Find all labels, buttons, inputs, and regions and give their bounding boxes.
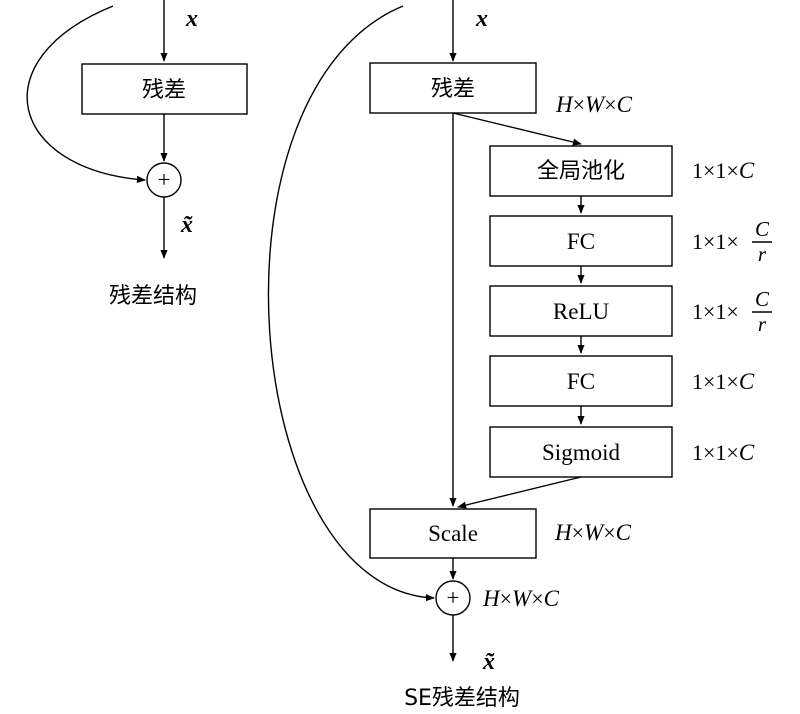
- stage-dim-prefix-fc-1: 1×1×: [692, 229, 739, 254]
- stage-label-global-pooling: 全局池化: [537, 159, 625, 184]
- stage-dim-den-fc-1: r: [758, 242, 767, 266]
- stage-dim-num-relu: C: [755, 287, 770, 311]
- stage-box-fc-2: [489, 355, 673, 407]
- se-sigmoid-to-scale-arrow: [457, 476, 582, 509]
- se-stage-3: FC 1×1×C: [489, 355, 755, 407]
- se-residual-dim: H×W×C: [555, 92, 633, 117]
- se-output-label: x̃: [482, 649, 495, 675]
- stage-label-fc-2: FC: [567, 369, 595, 394]
- stage-dim-global-pooling: 1×1×C: [692, 158, 755, 183]
- se-stage-0: 全局池化 1×1×C: [489, 145, 755, 197]
- res-caption: 残差结构: [109, 284, 197, 309]
- residual-structure: x 残差 + x̃ 残差结构: [26, 0, 248, 309]
- se-scale-dim: H×W×C: [554, 520, 632, 545]
- res-output-label: x̃: [180, 212, 193, 238]
- se-input-label: x: [475, 6, 488, 32]
- res-plus-sign: +: [158, 167, 171, 192]
- se-scale-label: Scale: [428, 521, 478, 546]
- stage-label-fc-1: FC: [567, 229, 595, 254]
- stage-box-relu: [489, 285, 673, 337]
- stage-dim-fc-2: 1×1×C: [692, 369, 755, 394]
- stage-dim-prefix-relu: 1×1×: [692, 299, 739, 324]
- res-residual-label: 残差: [142, 78, 186, 103]
- stage-label-relu: ReLU: [553, 299, 610, 324]
- stage-dim-den-relu: r: [758, 312, 767, 336]
- se-plus-sign: +: [447, 585, 460, 610]
- se-sum-dim: H×W×C: [482, 586, 560, 611]
- res-skip-connection: [26, 5, 146, 183]
- se-caption: SE残差结构: [404, 686, 520, 711]
- res-input-label: x: [185, 6, 198, 32]
- se-scale-box: [369, 508, 537, 559]
- se-stage-4: Sigmoid 1×1×C: [489, 426, 755, 478]
- stage-dim-num-fc-1: C: [755, 217, 770, 241]
- se-residual-structure: x 残差 H×W×C 全局池化 1×1×C FC 1×1× C r ReLU: [267, 0, 772, 711]
- stage-box-sigmoid: [489, 426, 673, 478]
- se-residual-box: [369, 62, 537, 114]
- se-stage-2: ReLU 1×1× C r: [489, 285, 772, 337]
- stage-label-sigmoid: Sigmoid: [542, 440, 620, 465]
- stage-dim-sigmoid: 1×1×C: [692, 440, 755, 465]
- se-skip-connection: [267, 5, 435, 602]
- stage-box-fc-1: [489, 215, 673, 267]
- se-residual-label: 残差: [431, 77, 475, 102]
- se-branch-arrow: [452, 112, 582, 146]
- se-stage-1: FC 1×1× C r: [489, 215, 772, 267]
